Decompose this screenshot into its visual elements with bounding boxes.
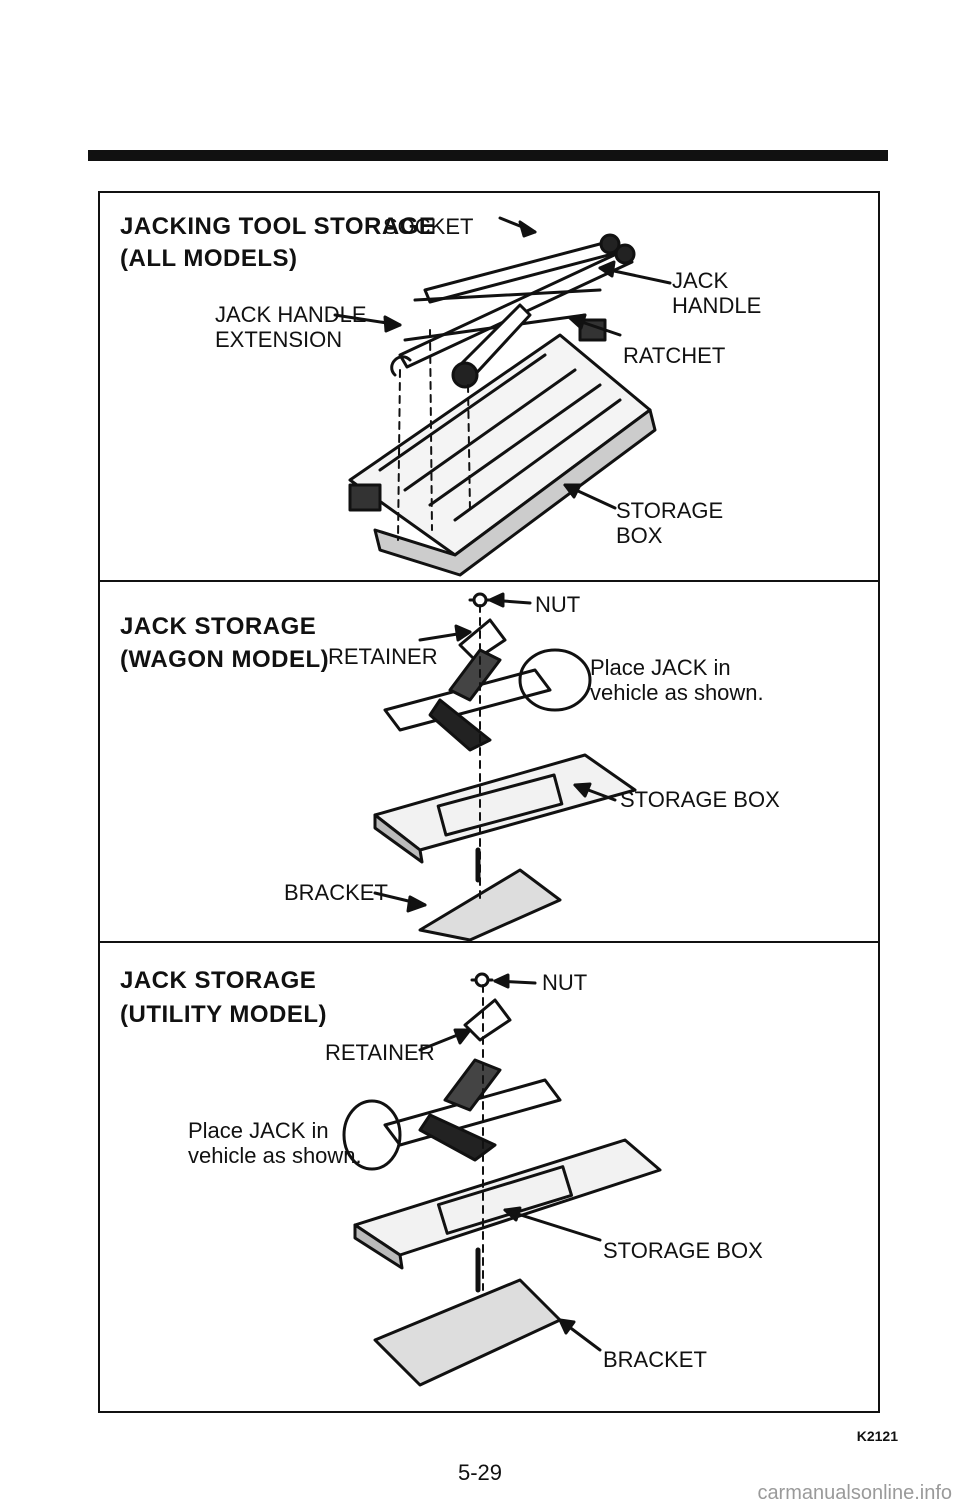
label-bracket: BRACKET [284, 880, 388, 905]
label-retainer: RETAINER [325, 1040, 435, 1065]
label-place-jack: Place JACK in vehicle as shown. [590, 655, 764, 705]
handle-extension-drawing [390, 288, 602, 377]
wagon-jack-drawing [383, 648, 552, 752]
top-rule [88, 150, 888, 161]
utility-retainer-drawing [463, 998, 512, 1042]
figure-code: K2121 [856, 1428, 898, 1444]
wagon-retainer-drawing [458, 618, 507, 662]
utility-jack-drawing [383, 1058, 562, 1162]
section1-leader-arrows [333, 216, 672, 510]
label-jack-handle-extension: JACK HANDLE EXTENSION [215, 302, 367, 352]
label-storage-box: STORAGE BOX [616, 498, 724, 548]
label-nut: NUT [535, 592, 581, 617]
utility-nut-drawing [470, 972, 494, 988]
wagon-detail-circle [518, 648, 592, 712]
label-retainer: RETAINER [328, 644, 438, 669]
section1-subtitle: (ALL MODELS) [120, 245, 298, 272]
label-bracket: BRACKET [603, 1347, 707, 1372]
section3-title: JACK STORAGE [120, 967, 317, 994]
wagon-bracket-drawing [418, 847, 562, 942]
wagon-leader-arrows [373, 592, 617, 913]
section3-subtitle: (UTILITY MODEL) [120, 1001, 328, 1028]
section2-subtitle: (WAGON MODEL) [120, 646, 330, 673]
footer-url: carmanualsonline.info [757, 1482, 952, 1504]
label-storage-box: STORAGE BOX [620, 787, 780, 812]
utility-leader-arrows [418, 973, 602, 1352]
section-divider [98, 580, 880, 582]
wagon-storage-box-drawing [373, 753, 637, 864]
label-nut: NUT [542, 970, 588, 995]
section1-guide-lines [397, 329, 471, 541]
label-place-jack: Place JACK in vehicle as shown. [188, 1118, 362, 1168]
page-number: 5-29 [457, 1460, 503, 1485]
label-jack-handle: JACK HANDLE [672, 268, 762, 318]
wagon-nut-drawing [468, 592, 492, 608]
storage-box-drawing [348, 318, 657, 577]
label-ratchet: RATCHET [623, 343, 726, 368]
section1-title: JACKING TOOL STORAGE [120, 213, 436, 240]
utility-detail-circle [342, 1099, 402, 1171]
ratchet-drawing [451, 303, 532, 389]
section-divider [98, 941, 880, 943]
section2-title: JACK STORAGE [120, 613, 317, 640]
figure-frame [98, 191, 880, 1413]
label-socket: SOCKET [383, 214, 474, 239]
label-storage-box: STORAGE BOX [603, 1238, 763, 1263]
utility-bracket-drawing [373, 1247, 562, 1387]
